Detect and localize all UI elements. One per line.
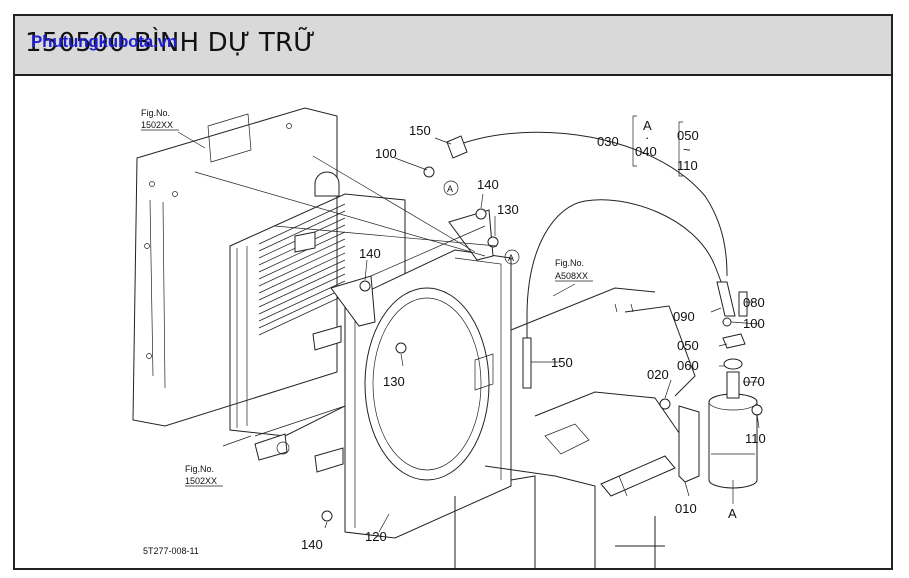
callout-110: 110	[745, 431, 766, 446]
fig-ref-top-left-number: 1502XX	[141, 120, 173, 130]
legend-030: 030	[597, 134, 619, 149]
callout-140-top: 140	[477, 177, 499, 192]
fig-ref-bottom-left-label: Fig.No.	[185, 464, 214, 474]
header-bar: 150500 BÌNH DỰ TRỮ Phutungkubota.vn	[15, 16, 891, 76]
fan-shroud	[312, 209, 512, 539]
callout-130-mid: 130	[383, 374, 405, 389]
callout-100-top: 100	[375, 146, 397, 161]
legend-dot: ·	[645, 130, 649, 145]
legend-050: 050	[677, 128, 699, 143]
marker-a-3: A	[728, 506, 737, 521]
leader-lines	[177, 131, 760, 533]
fig-ref-top-left-label: Fig.No.	[141, 108, 170, 118]
watermark-logo: Phutungkubota.vn	[31, 32, 178, 51]
callout-140-mid: 140	[359, 246, 381, 261]
reserve-tank	[659, 333, 763, 504]
chassis-frame	[454, 287, 696, 568]
callout-080: 080	[743, 295, 765, 310]
callout-120: 120	[365, 529, 387, 544]
legend-110: 110	[677, 158, 698, 173]
svg-text:A: A	[447, 184, 453, 194]
legend-bracket	[632, 115, 683, 177]
fig-ref-right-label: Fig.No.	[555, 258, 584, 268]
legend-040: 040	[635, 144, 657, 159]
callout-010: 010	[675, 501, 697, 516]
parts-diagram-frame: 150500 BÌNH DỰ TRỮ Phutungkubota.vn	[13, 14, 893, 570]
diagram-code: 5T277-008-11	[143, 546, 199, 556]
svg-text:A: A	[508, 253, 514, 263]
callout-140-bottom: 140	[301, 537, 323, 552]
fig-ref-bottom-left-number: 1502XX	[185, 476, 217, 486]
radiator	[229, 171, 406, 461]
callout-130-top: 130	[497, 202, 519, 217]
marker-a-1: A	[443, 180, 459, 196]
callout-090: 090	[673, 309, 695, 324]
exploded-parts-diagram: 150 100 140 130 140 130 150 090 080 100 …	[132, 107, 766, 568]
page-title: 150500 BÌNH DỰ TRỮ	[25, 28, 316, 58]
back-plate	[132, 107, 338, 427]
legend-tilde: ~	[683, 142, 691, 157]
fig-ref-right-number: A508XX	[555, 271, 588, 281]
callout-150-right: 150	[551, 355, 573, 370]
legend-ref-a: A	[643, 118, 652, 133]
callout-020: 020	[647, 367, 669, 382]
callout-060: 060	[677, 358, 699, 373]
callout-070: 070	[743, 374, 765, 389]
marker-a-2: A	[504, 249, 520, 265]
overflow-hose	[446, 131, 748, 389]
callout-100-right: 100	[743, 316, 765, 331]
callout-150-top: 150	[409, 123, 431, 138]
callout-050: 050	[677, 338, 699, 353]
